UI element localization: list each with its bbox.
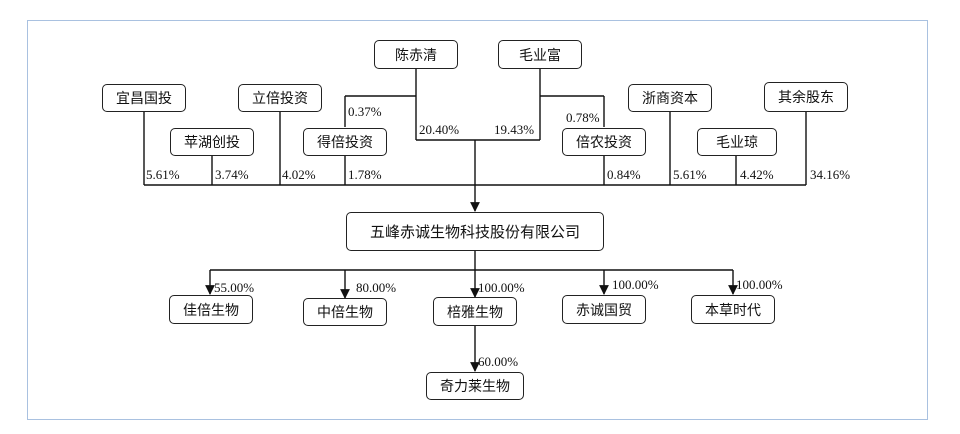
- pct-jiabei: 55.00%: [214, 280, 255, 295]
- pct-mao: 19.43%: [494, 122, 535, 137]
- pct-debei: 1.78%: [348, 167, 382, 182]
- shareholder-beinong-touzi: 倍农投资: [562, 128, 646, 156]
- shareholder-mao-yeqiong: 毛业琼: [697, 128, 777, 156]
- subsidiary-chicheng-guomao: 赤诚国贸: [562, 295, 646, 324]
- subsidiary-zhongbei: 中倍生物: [303, 298, 387, 326]
- subsidiary-jiabei: 佳倍生物: [169, 295, 253, 324]
- pct-pinghu: 3.74%: [215, 167, 249, 182]
- pct-qililai: 60.00%: [478, 354, 519, 369]
- pct-chen-to-debei: 0.37%: [348, 104, 382, 119]
- shareholder-debei-touzi: 得倍投资: [303, 128, 387, 156]
- shareholder-chen-chiqing: 陈赤清: [374, 40, 458, 69]
- pct-chen: 20.40%: [419, 122, 460, 137]
- pct-libei: 4.02%: [282, 167, 316, 182]
- company-main: 五峰赤诚生物科技股份有限公司: [346, 212, 604, 251]
- pct-bencao: 100.00%: [736, 277, 783, 292]
- shareholder-others: 其余股东: [764, 82, 848, 112]
- pct-beiya: 100.00%: [478, 280, 525, 295]
- shareholder-pinghu-chuangtou: 苹湖创投: [170, 128, 254, 156]
- pct-zheshang: 5.61%: [673, 167, 707, 182]
- pct-mao-to-beinong: 0.78%: [566, 110, 600, 125]
- subsidiary-bencao-shidai: 本草时代: [691, 295, 775, 324]
- pct-zhongbei: 80.00%: [356, 280, 397, 295]
- shareholder-mao-yefu: 毛业富: [498, 40, 582, 69]
- pct-chicheng: 100.00%: [612, 277, 659, 292]
- pct-beinong: 0.84%: [607, 167, 641, 182]
- pct-yichang: 5.61%: [146, 167, 180, 182]
- pct-others: 34.16%: [810, 167, 851, 182]
- shareholder-zheshang-ziben: 浙商资本: [628, 84, 712, 112]
- pct-maoyeqiong: 4.42%: [740, 167, 774, 182]
- shareholder-libei-touzi: 立倍投资: [238, 84, 322, 112]
- sub-subsidiary-qililai: 奇力莱生物: [426, 372, 524, 400]
- shareholder-yichang-guotou: 宜昌国投: [102, 84, 186, 112]
- subsidiary-beiya: 棓雅生物: [433, 297, 517, 326]
